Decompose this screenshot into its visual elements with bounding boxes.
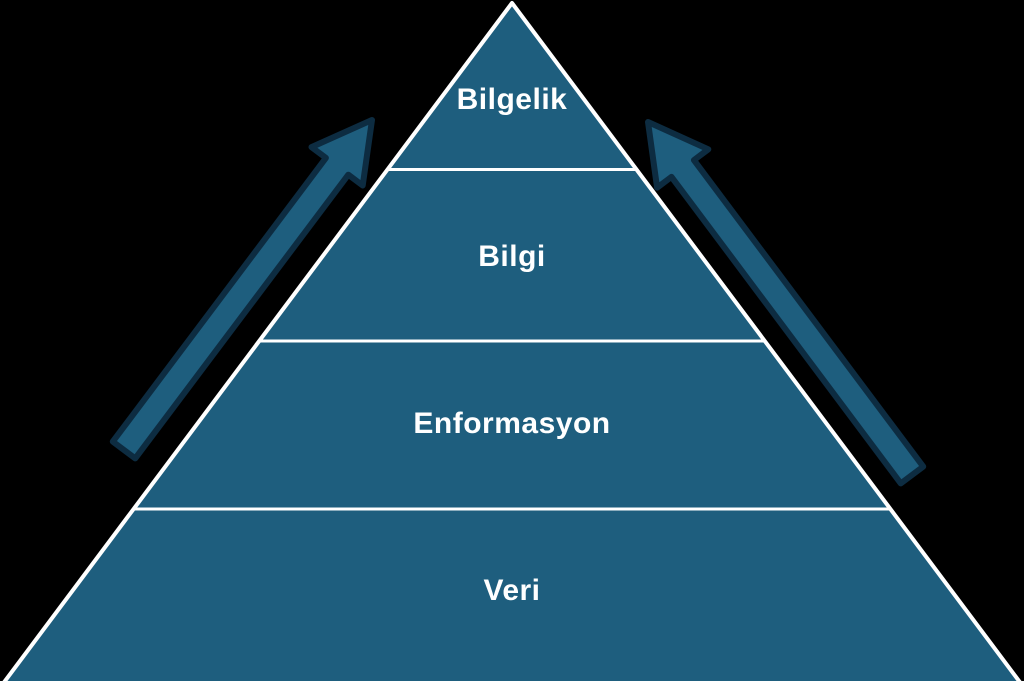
level-label-veri: Veri — [483, 574, 541, 607]
up-left-arrow-icon — [645, 119, 927, 487]
level-label-bilgi: Bilgi — [478, 240, 546, 273]
level-label-enformasyon: Enformasyon — [413, 407, 611, 440]
level-label-bilgelik: Bilgelik — [456, 83, 568, 116]
up-right-arrow-icon — [109, 117, 375, 462]
